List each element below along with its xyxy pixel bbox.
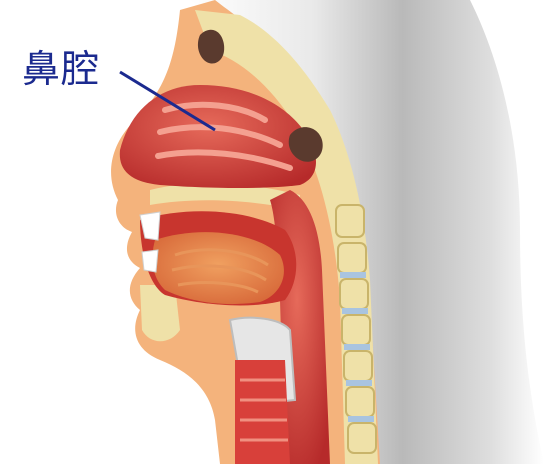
nasal-cavity-label: 鼻腔 [22,38,100,93]
trachea [235,360,290,464]
lower-tooth [142,250,158,272]
